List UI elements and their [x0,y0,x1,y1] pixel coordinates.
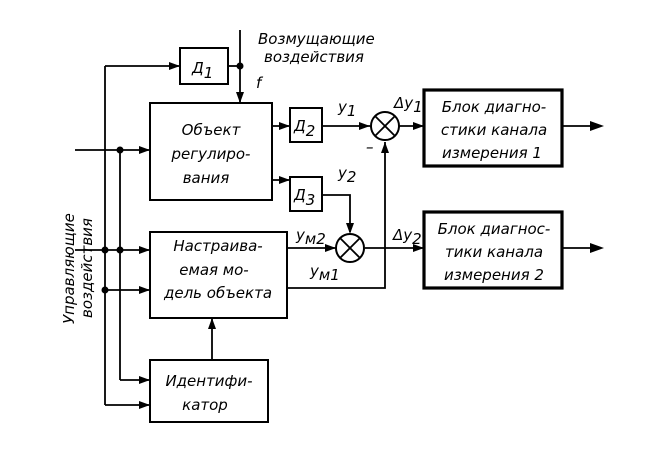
identifier-line-2: катор [182,396,228,414]
arrow-into-identifier-top [139,376,150,384]
junction-dot-1 [116,146,124,154]
arrow-into-diag2 [413,244,424,252]
summing-junction-2 [335,233,365,263]
adjustable-model-line-1: Настраива- [173,237,262,255]
y2-label: y2 [337,164,356,186]
disturbance-label-line-1: Возмущающие [258,30,375,48]
arrow-into-identifier-bottom [139,401,150,409]
control-object-line-1: Объект [182,121,242,139]
arrow-into-model-lower [139,286,150,294]
d3-block [289,176,323,212]
ym2-label: yм2 [295,226,326,248]
arrow-into-model-bottom [208,318,216,329]
d2-block [289,107,323,143]
arrow-into-d3 [279,176,290,184]
identifier-line-1: Идентифи- [165,372,252,390]
diagnostics-block-1 [422,88,564,168]
junction-dot-3 [116,246,124,254]
diagnostics-block-2-line-2: тики канала [445,243,543,261]
adjustable-model-block [149,231,288,319]
diagnostics-block-2-line-3: измерения 2 [444,266,544,284]
junction-dot-2 [101,246,109,254]
adjustable-model-line-2: емая мо- [179,261,248,279]
delta-y1-label: Δy1 [393,94,423,116]
model-ym1-line [287,142,386,289]
delta-y2-label: Δy2 [392,226,422,248]
control-label-line-1: Управляющие [60,213,78,324]
arrow-into-summer1-bottom [381,142,389,153]
d1-block [179,47,229,85]
diagnostics-block-1-line-3: измерения 1 [442,144,542,162]
diagnostics-block-2 [422,210,564,290]
junction-dot-4 [101,286,109,294]
arrow-into-object [139,146,150,154]
y1-label: y1 [337,98,356,120]
arrow-into-d2 [279,122,290,130]
control-inputs-label: Управляющие воздействия [60,213,96,324]
arrowheads [139,62,604,409]
junction-dots [101,62,244,294]
minus-sign-label: – [366,138,374,156]
arrow-into-object-top [236,92,244,103]
arrow-into-summer2-left [325,244,336,252]
d3-label: Д3 [293,186,315,209]
d3-to-summer2-line [322,194,351,232]
arrow-into-summer2-top [346,223,354,234]
control-object-line-3: вания [183,169,230,187]
arrow-into-summer1-left [359,122,370,130]
ym1-label: yм1 [309,262,340,284]
arrow-into-model-upper [139,246,150,254]
summing-junction-1 [370,111,400,141]
junction-dot-disturbance [236,62,244,70]
control-label-line-2: воздействия [78,218,96,318]
disturbance-f-label: f [256,74,264,92]
adjustable-model-line-3: дель объекта [163,284,272,302]
arrow-diag1-output [590,121,604,131]
diagnostics-block-1-line-1: Блок диагно- [442,98,546,116]
d2-label: Д2 [293,117,315,140]
identifier-block [149,359,269,423]
arrow-into-diag1 [413,122,424,130]
control-object-block [149,102,273,201]
diagnostics-block-1-line-2: стики канала [441,121,547,139]
control-object-line-2: регулиро- [171,145,251,163]
diagnostics-block-2-line-1: Блок диагнос- [438,220,551,238]
arrow-diag2-output [590,243,604,253]
disturbance-label-line-2: воздействия [264,48,364,66]
d1-label: Д1 [191,59,213,82]
arrow-into-d1 [169,62,180,70]
